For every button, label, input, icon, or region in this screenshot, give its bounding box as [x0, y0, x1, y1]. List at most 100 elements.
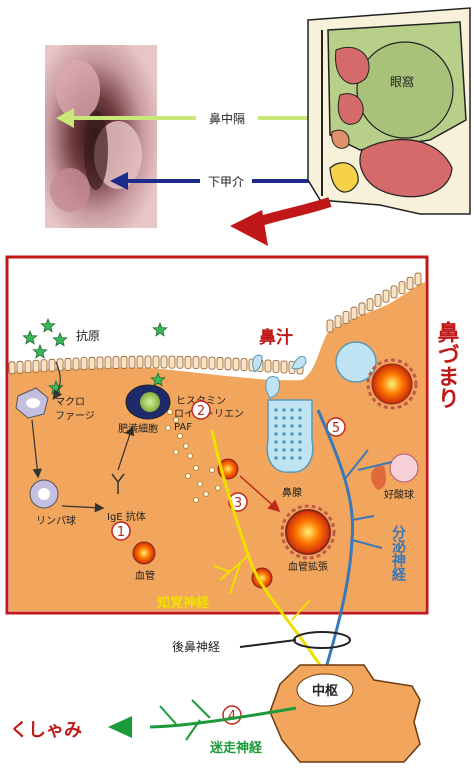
macrophage-label-1: マクロ — [55, 396, 85, 408]
gland-dot — [274, 432, 278, 436]
antigen-star — [40, 317, 56, 333]
step-5: 5 — [332, 421, 340, 436]
turbinate-arrow: 下甲介 — [110, 171, 338, 191]
antigen-star — [150, 371, 166, 387]
epithelial-cell — [208, 356, 216, 370]
posterior-nasal-nerve: 後鼻神経 — [172, 631, 351, 654]
epithelial-cell — [334, 315, 342, 329]
epithelial-cell — [120, 355, 128, 369]
epithelial-cell — [8, 361, 16, 375]
mediator-granule — [203, 491, 209, 497]
epithelial-cell — [88, 356, 96, 370]
gland-dot — [290, 408, 294, 412]
mediator-granule — [167, 409, 173, 415]
epithelial-cell — [72, 357, 80, 371]
epithelial-cell — [152, 355, 160, 369]
submucosal-gland: 好酸球 — [335, 341, 419, 501]
epithelial-cell — [64, 358, 72, 371]
secretion-label: 鼻汁 — [259, 327, 293, 348]
nasal-gland: 鼻腺 — [266, 399, 314, 499]
epithelial-cell — [136, 355, 144, 369]
gland-dot — [282, 432, 286, 436]
epithelial-cell — [240, 358, 248, 371]
gland-dot — [274, 408, 278, 412]
gland-dot — [290, 456, 294, 460]
antigen-star — [152, 321, 168, 337]
epithelial-cell — [16, 360, 24, 374]
mediator-granule — [193, 497, 199, 503]
secretion-drops — [252, 354, 307, 399]
macrophage-label-2: ファージ — [55, 411, 95, 422]
sensory-nerve-label: 知覚神経 — [157, 595, 210, 611]
step-2: 2 — [197, 404, 205, 419]
epithelial-cell — [280, 360, 288, 374]
epithelial-cell — [382, 289, 390, 303]
epithelial-cell — [80, 357, 88, 371]
gland-dot — [274, 416, 278, 420]
septum-label: 鼻中隔 — [209, 111, 245, 126]
epithelial-cell — [390, 285, 398, 299]
epithelial-cell — [350, 306, 358, 320]
ige-label: IgE 抗体 — [107, 510, 146, 523]
gland-dot — [282, 416, 286, 420]
sneeze-label: くしゃみ — [10, 720, 82, 741]
epithelial-cell — [168, 355, 176, 369]
sensory-nerve: 知覚神経 — [157, 429, 324, 669]
antigen-star — [52, 331, 68, 347]
step-markers: 1 2 3 4 5 — [111, 400, 346, 725]
endoscope-image — [45, 45, 157, 228]
gland-dot — [298, 424, 302, 428]
blood-vessels: 血管 血管拡張 — [132, 458, 336, 589]
gland-dot — [274, 456, 278, 460]
gland-dot — [298, 408, 302, 412]
sneeze-outcome: くしゃみ — [10, 720, 82, 741]
epithelial-cell — [112, 356, 120, 369]
gland-dot — [290, 432, 294, 436]
turbinate-label: 下甲介 — [208, 175, 244, 189]
mediator-granule — [173, 449, 179, 455]
epithelial-cell — [358, 302, 366, 316]
gland-dot — [290, 448, 294, 452]
mediator-granule — [215, 485, 221, 491]
panel-title: 鼻づまり — [434, 320, 460, 409]
step-1: 1 — [117, 525, 125, 540]
lymphocyte-label: リンパ球 — [36, 514, 76, 527]
epithelial-cell — [192, 356, 200, 369]
epithelial-cell — [232, 357, 240, 371]
vagus-nerve-label: 迷走神経 — [209, 740, 263, 756]
gland-dot — [282, 456, 286, 460]
eosinophil-label: 好酸球 — [384, 488, 414, 501]
epithelial-cell — [96, 356, 104, 370]
epithelial-cell — [176, 355, 184, 369]
epithelial-cell — [342, 311, 350, 324]
orbit-label: 眼窩 — [390, 74, 414, 89]
antigen-group: 抗原 — [22, 317, 168, 400]
secretory-nerve: 分泌神経 — [316, 409, 406, 669]
nasal-cross-section: 眼窩 — [307, 7, 471, 215]
mediator-granule — [173, 417, 179, 423]
epithelial-cell — [24, 360, 32, 374]
epithelial-cell — [216, 357, 224, 370]
epithelial-cell — [144, 355, 152, 369]
mediator-granule — [165, 425, 171, 431]
nasal-gland-label: 鼻腺 — [282, 486, 302, 499]
epithelial-cell — [200, 356, 208, 370]
gland-dot — [282, 408, 286, 412]
epithelial-cell — [414, 272, 422, 286]
gland-dot — [274, 440, 278, 444]
gland-dot — [298, 432, 302, 436]
mediator-granule — [193, 465, 199, 471]
mediator-granule — [185, 473, 191, 479]
gland-dot — [298, 416, 302, 420]
gland-dot — [298, 448, 302, 452]
mediator-granule — [187, 453, 193, 459]
macrophage: マクロ ファージ — [15, 387, 95, 479]
center-label: 中枢 — [312, 683, 338, 699]
epithelial-cell — [160, 355, 168, 369]
step-3: 3 — [234, 496, 242, 511]
epithelial-cell — [374, 293, 382, 307]
epithelial-cell — [398, 281, 406, 295]
epithelial-cell — [272, 360, 280, 373]
mast-cell: 肥満細胞 — [118, 384, 171, 435]
